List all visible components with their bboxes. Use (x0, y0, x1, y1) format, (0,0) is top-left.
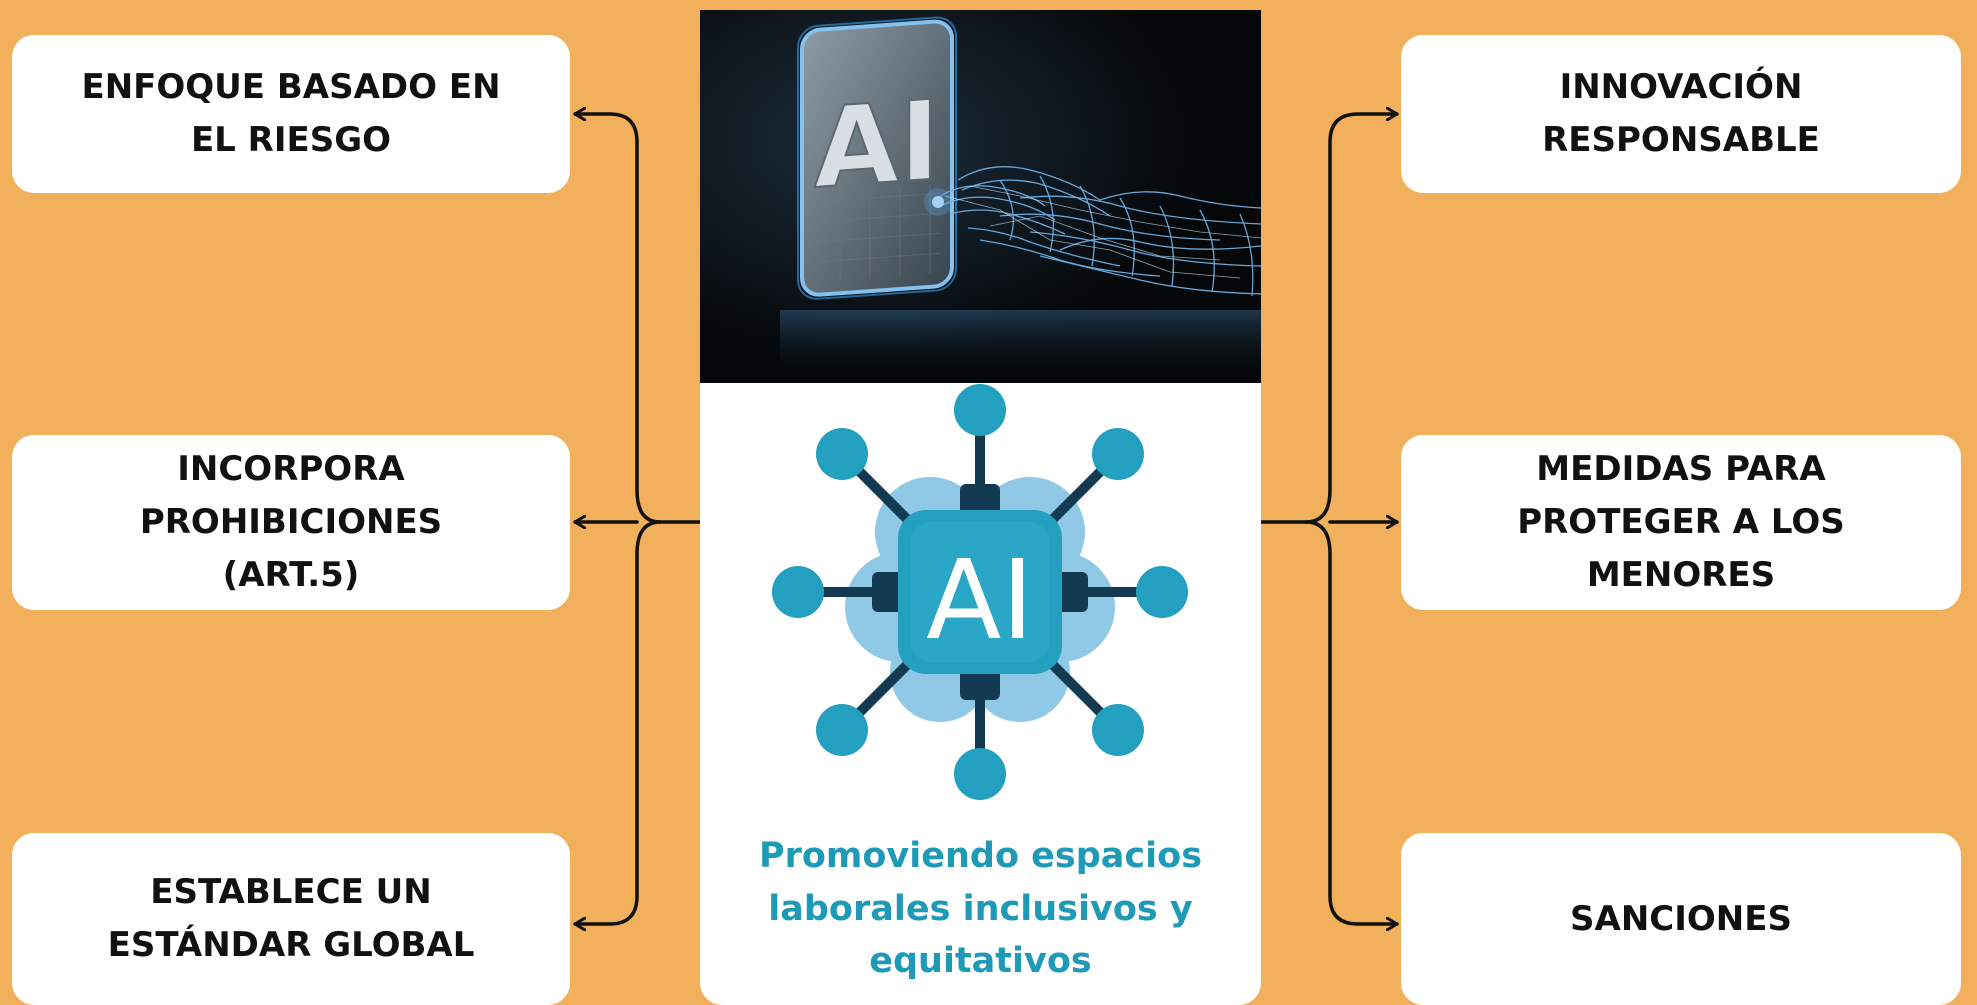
box-estandar-global: ESTABLECE UN ESTÁNDAR GLOBAL (12, 833, 570, 1005)
slogan-text: Promoviendo espacios laborales inclusivo… (758, 836, 1203, 981)
svg-text:AI: AI (926, 536, 1034, 664)
connector-right-bottom (1304, 520, 1399, 924)
box-label: ENFOQUE BASADO EN EL RIESGO (81, 67, 501, 160)
center-panel: AI (700, 10, 1261, 1005)
box-label: INNOVACIÓN RESPONSABLE (1542, 67, 1820, 160)
connector-right-top (1304, 114, 1399, 524)
box-label: SANCIONES (1570, 898, 1792, 939)
box-prohibiciones: INCORPORA PROHIBICIONES (ART.5) (12, 435, 570, 610)
ai-network-icon: AI (772, 384, 1188, 800)
box-enfoque-riesgo: ENFOQUE BASADO EN EL RIESGO (12, 35, 570, 193)
connector-left-bottom (573, 520, 662, 924)
box-menores: MEDIDAS PARA PROTEGER A LOS MENORES (1401, 435, 1961, 610)
box-innovacion: INNOVACIÓN RESPONSABLE (1401, 35, 1961, 193)
box-label: INCORPORA PROHIBICIONES (ART.5) (139, 449, 443, 595)
box-sanciones: SANCIONES (1401, 833, 1961, 1005)
box-label: MEDIDAS PARA PROTEGER A LOS MENORES (1517, 449, 1845, 595)
svg-text:AI: AI (814, 76, 940, 213)
connector-left-top (573, 114, 662, 524)
ai-hand-illustration: AI (700, 10, 1261, 383)
box-label: ESTABLECE UN ESTÁNDAR GLOBAL (107, 872, 475, 965)
ai-hand-photo: AI (700, 10, 1261, 383)
